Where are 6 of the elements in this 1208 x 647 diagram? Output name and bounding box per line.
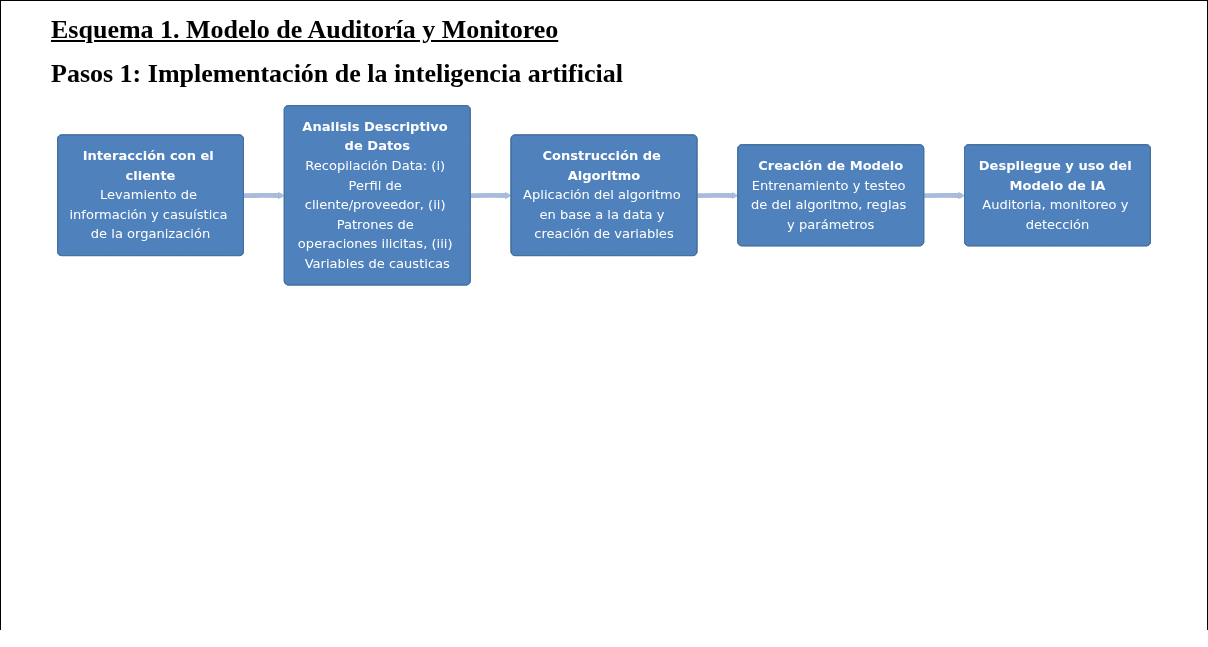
arrow bbox=[697, 191, 739, 200]
arrow bbox=[924, 191, 966, 200]
diagram-title: Esquema 1. Modelo de Auditoría y Monitoreo bbox=[51, 15, 559, 45]
arrow bbox=[243, 191, 285, 200]
step-heading: Pasos 1: Implementación de la inteligencia artificial bbox=[51, 59, 623, 89]
arrow bbox=[470, 191, 512, 200]
